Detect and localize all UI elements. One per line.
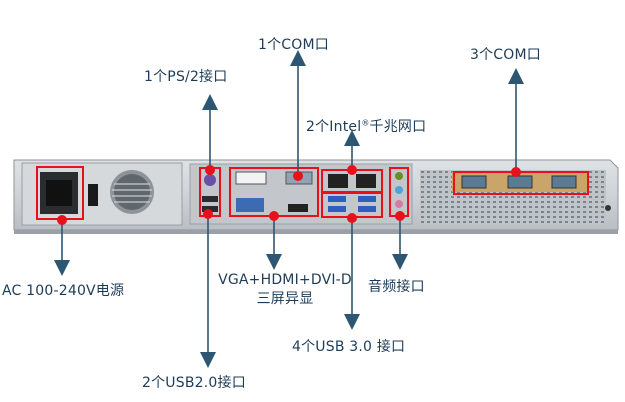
hdmi-port <box>288 204 308 212</box>
label-lan: 2个Intel®千兆网口 <box>306 116 426 136</box>
label-com3: 3个COM口 <box>470 47 541 63</box>
label-vga: VGA+HDMI+DVI-D 三屏异显 <box>212 272 358 308</box>
label-usb3: 4个USB 3.0 接口 <box>292 339 406 355</box>
dvi-port <box>235 171 267 185</box>
callout-dots <box>57 165 521 225</box>
label-lan-prefix: 2个Intel <box>306 119 362 135</box>
usb2-port <box>202 196 218 202</box>
label-lan-suffix: 千兆网口 <box>369 119 427 135</box>
vga-port <box>236 198 264 212</box>
callout-lines <box>54 50 524 368</box>
ps2-port <box>204 174 216 186</box>
label-lan-reg: ® <box>361 118 370 128</box>
usb3-port <box>328 196 346 202</box>
chassis <box>13 159 619 234</box>
label-com1: 1个COM口 <box>258 37 329 53</box>
lan-port-1 <box>328 174 348 188</box>
label-ac: AC 100-240V电源 <box>2 283 125 299</box>
label-audio: 音频接口 <box>368 279 425 295</box>
lan-port-2 <box>356 174 376 188</box>
label-vga-line2: 三屏异显 <box>256 291 314 307</box>
label-usb2: 2个USB2.0接口 <box>142 375 246 391</box>
audio-jack <box>395 172 403 180</box>
label-ps2: 1个PS/2接口 <box>144 69 228 85</box>
power-switch <box>88 184 98 206</box>
label-vga-line1: VGA+HDMI+DVI-D <box>218 272 352 288</box>
